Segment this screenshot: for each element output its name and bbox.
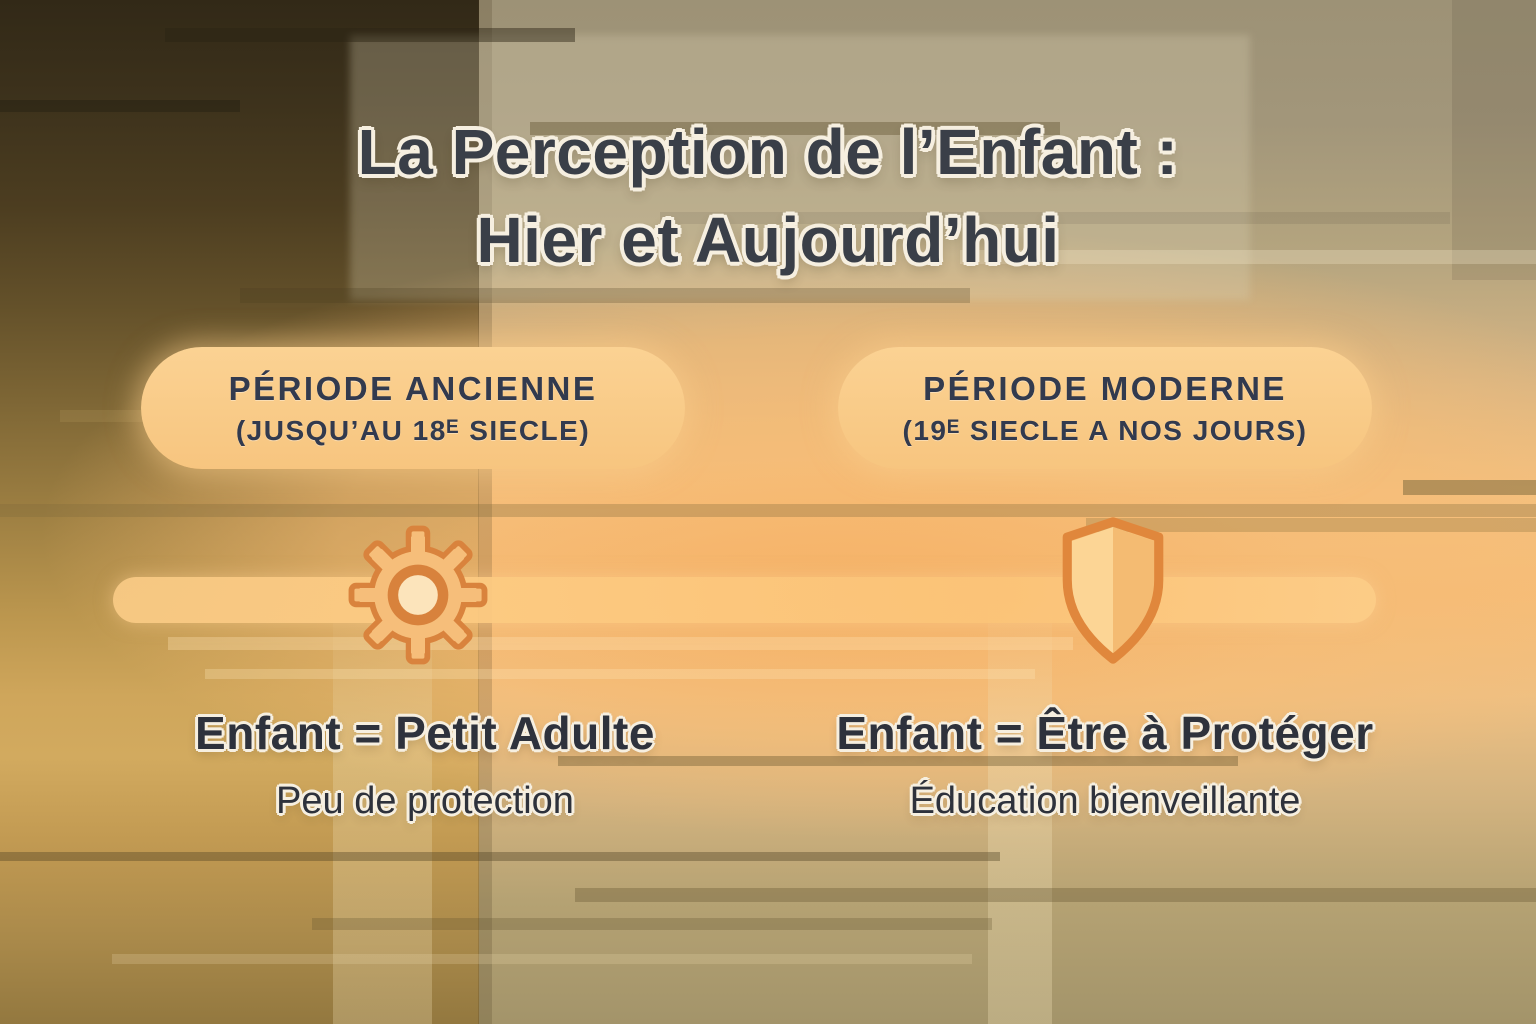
glitch-streak [0,100,240,112]
detail-ancient: Peu de protection [276,780,574,822]
glitch-vertical-strip [1452,0,1536,280]
period-badge-ancient-label: PÉRIODE ANCIENNE [228,369,598,407]
statement-modern: Enfant = Être à Protéger [836,707,1374,759]
glitch-streak [312,918,992,930]
period-badge-ancient: PÉRIODE ANCIENNE (JUSQU’AU 18ᴱ SIECLE) [141,347,685,469]
page-title: La Perception de l’Enfant : Hier et Aujo… [0,108,1536,285]
glitch-vertical-strip [478,0,492,1024]
glitch-streak [112,954,972,964]
period-badge-modern: PÉRIODE MODERNE (19ᴱ SIECLE A NOS JOURS) [838,347,1372,469]
page-title-line2: Hier et Aujourd’hui [476,204,1060,277]
shield-icon [1052,513,1174,669]
glitch-streak [960,250,1536,264]
glitch-streak [558,756,1238,766]
timeline-bar [113,577,1376,623]
statement-ancient: Enfant = Petit Adulte [195,707,655,759]
title-backdrop [350,35,1250,300]
glitch-streak [205,669,1035,679]
glitch-vertical-strip [333,600,432,1024]
period-badge-modern-label: PÉRIODE MODERNE [923,369,1287,407]
glitch-streak [530,122,1060,135]
gear-icon [348,525,488,665]
glitch-streak [1086,518,1536,532]
glitch-streak [575,888,1536,902]
period-badge-ancient-sublabel: (JUSQU’AU 18ᴱ SIECLE) [235,414,591,446]
glitch-streak [240,288,970,303]
glitch-streak [165,28,575,42]
page-title-line1: La Perception de l’Enfant : [357,116,1179,188]
detail-modern: Éducation bienveillante [909,780,1301,822]
glitch-streak [1403,480,1536,495]
glitch-streak [0,852,1000,861]
glitch-streak [660,212,1450,224]
glitch-vertical-strip [988,600,1052,1024]
glitch-streak [168,637,1073,650]
period-badge-modern-sublabel: (19ᴱ SIECLE A NOS JOURS) [902,414,1308,446]
glitch-streak [0,504,1536,517]
